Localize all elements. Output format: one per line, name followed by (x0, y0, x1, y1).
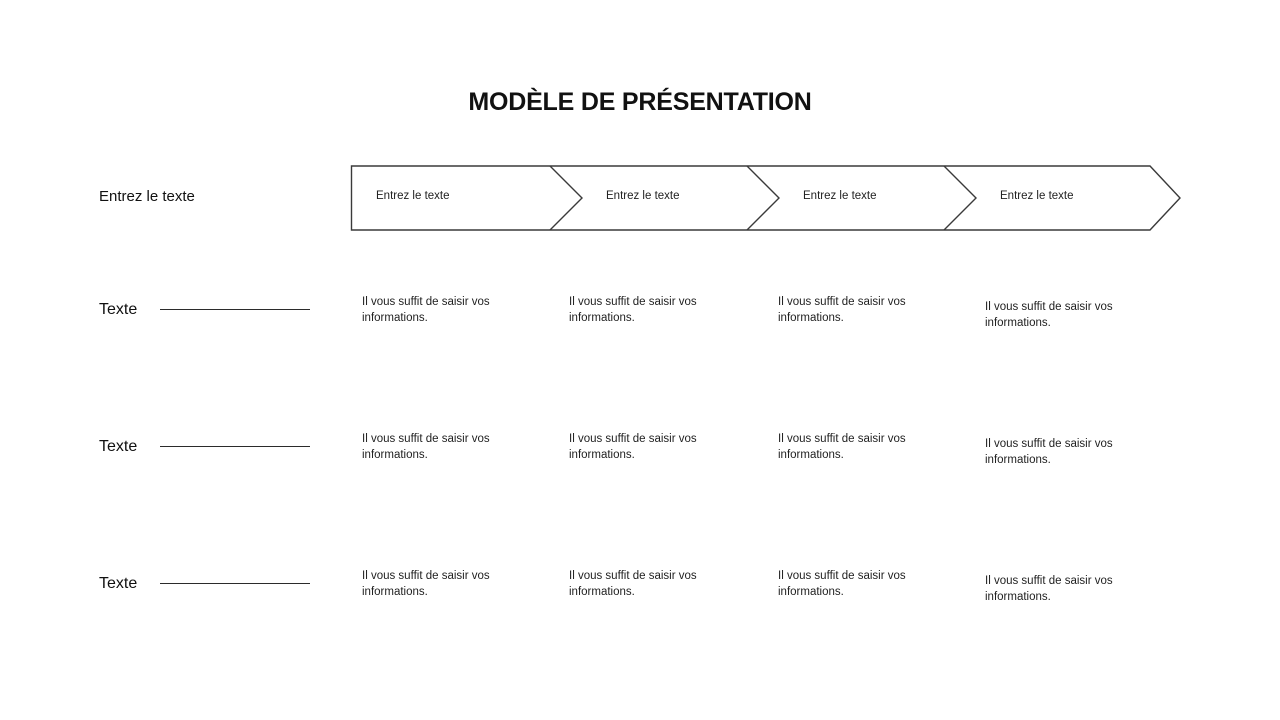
band-row-header-label: Entrez le texte (99, 188, 195, 205)
row-3-cell-4[interactable]: Il vous suffit de saisir vos information… (985, 575, 1113, 603)
row-label-1[interactable]: Texte (99, 301, 138, 318)
row-rule-1 (160, 309, 310, 310)
row-1-cell-1[interactable]: Il vous suffit de saisir vos information… (362, 296, 490, 324)
row-1-cell-2[interactable]: Il vous suffit de saisir vos information… (569, 296, 697, 324)
row-rule-2 (160, 446, 310, 447)
process-step-label-2[interactable]: Entrez le texte (606, 190, 680, 202)
process-step-label-1[interactable]: Entrez le texte (376, 190, 450, 202)
process-step-label-4[interactable]: Entrez le texte (1000, 190, 1074, 202)
row-1-cell-3[interactable]: Il vous suffit de saisir vos information… (778, 296, 906, 324)
band-outline-shape (350, 165, 1181, 231)
row-2-cell-2[interactable]: Il vous suffit de saisir vos information… (569, 433, 697, 461)
row-2-cell-1[interactable]: Il vous suffit de saisir vos information… (362, 433, 490, 461)
row-3-cell-2[interactable]: Il vous suffit de saisir vos information… (569, 570, 697, 598)
row-3-cell-1[interactable]: Il vous suffit de saisir vos information… (362, 570, 490, 598)
row-2-cell-3[interactable]: Il vous suffit de saisir vos information… (778, 433, 906, 461)
row-rule-3 (160, 583, 310, 584)
row-2-cell-4[interactable]: Il vous suffit de saisir vos information… (985, 438, 1113, 466)
page-title: MODÈLE DE PRÉSENTATION (468, 88, 812, 116)
row-3-cell-3[interactable]: Il vous suffit de saisir vos information… (778, 570, 906, 598)
band-divider-3 (943, 165, 977, 231)
process-step-label-3[interactable]: Entrez le texte (803, 190, 877, 202)
band-divider-1 (549, 165, 583, 231)
band-divider-2 (746, 165, 780, 231)
row-1-cell-4[interactable]: Il vous suffit de saisir vos information… (985, 301, 1113, 329)
row-label-2[interactable]: Texte (99, 438, 138, 455)
row-label-3[interactable]: Texte (99, 575, 138, 592)
process-chevron-band[interactable] (350, 164, 1184, 232)
